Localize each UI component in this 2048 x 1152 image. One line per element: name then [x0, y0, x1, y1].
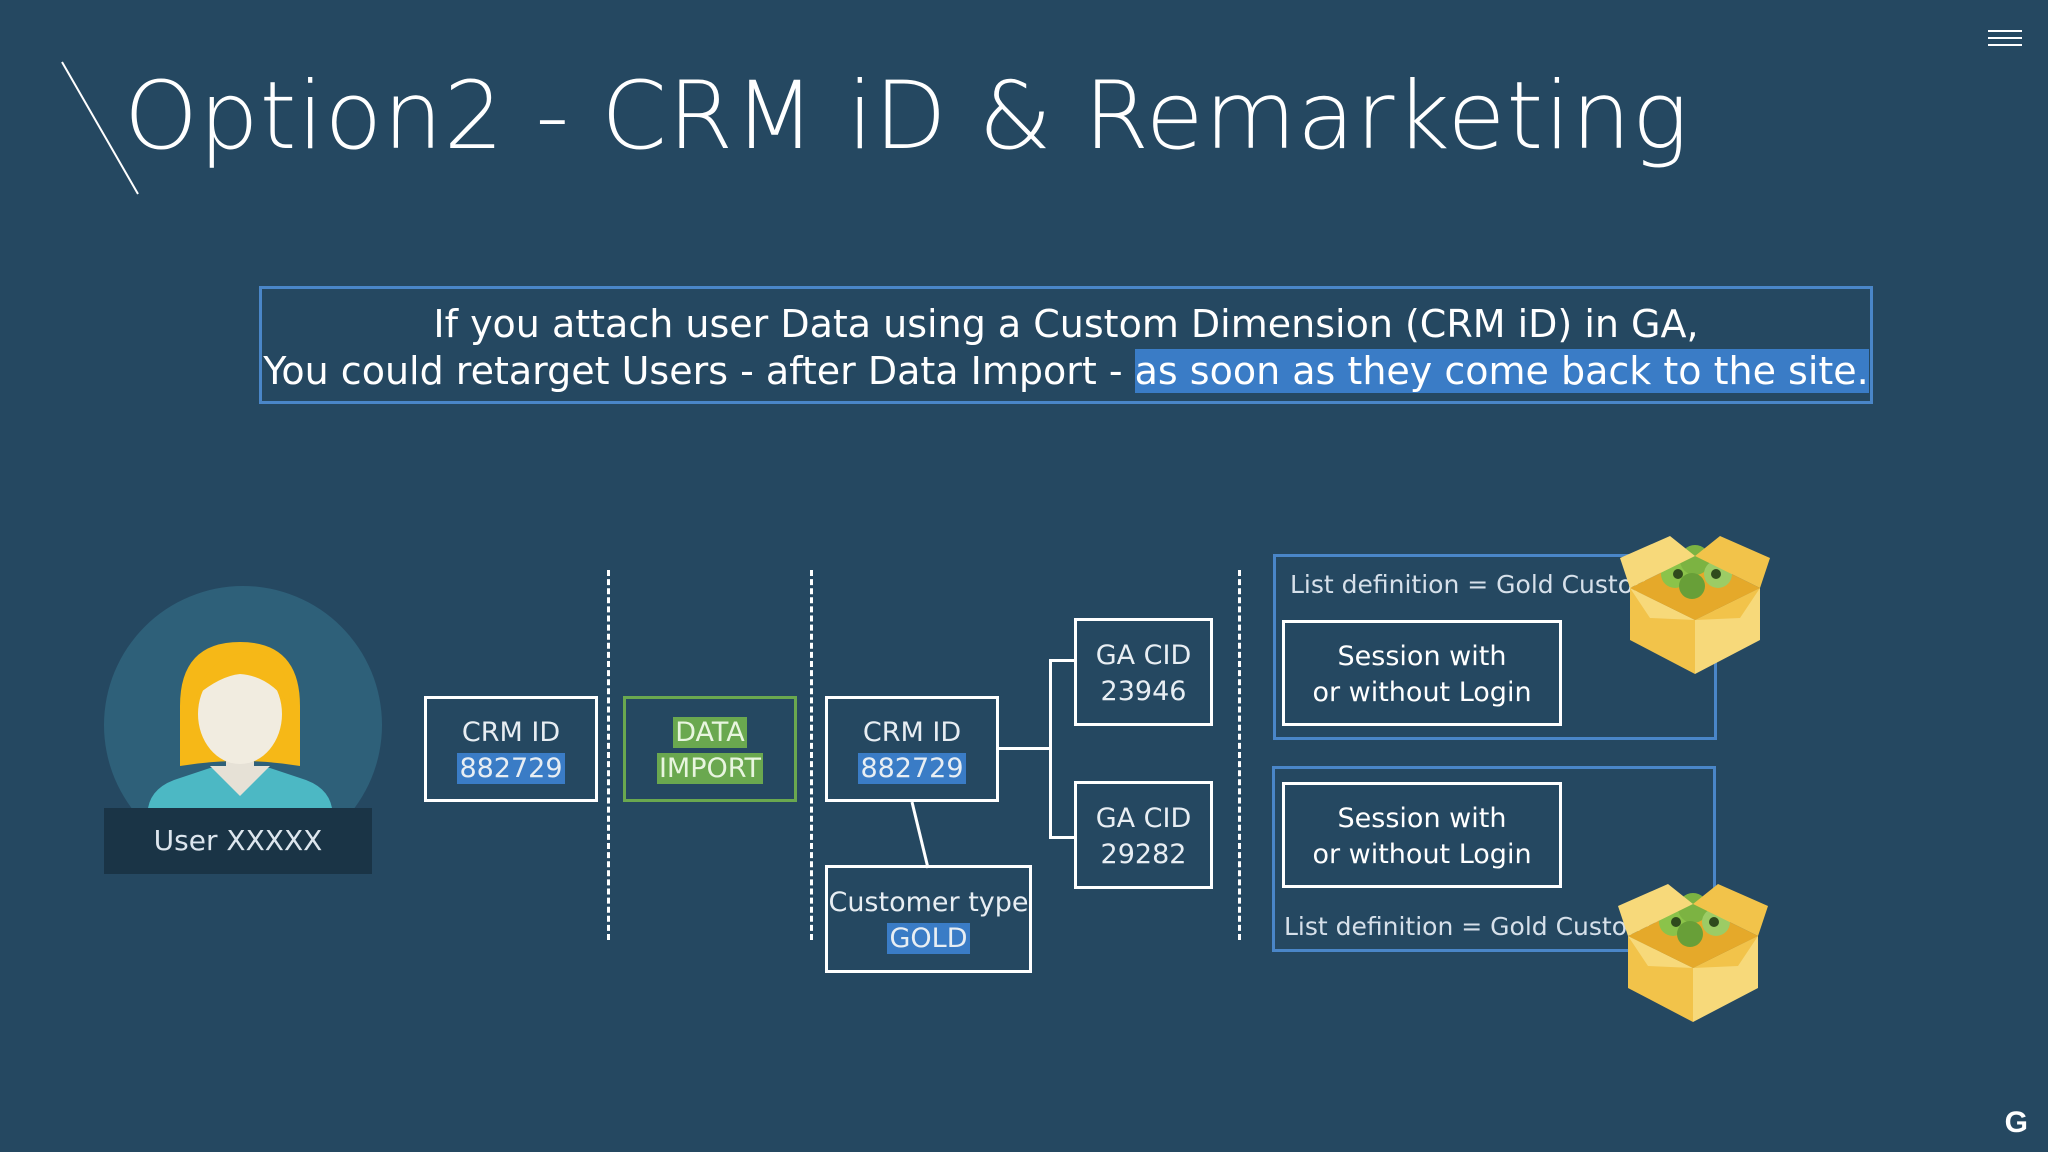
crm-id-box: CRM ID 882729 [424, 696, 598, 802]
slide-title: Option2 - CRM iD & Remarketing [124, 62, 1690, 171]
crm-id-value: 882729 [858, 753, 966, 784]
connector-line [1049, 660, 1052, 838]
remarketing-list-frame [1272, 766, 1716, 952]
ga-cid-box: GA CID 23946 [1074, 618, 1213, 726]
crm-id-label: CRM ID [461, 717, 561, 748]
callout-line-2-text: You could retarget Users - after Data Im… [263, 349, 1135, 393]
session-line-1: Session with [1337, 641, 1507, 672]
dashed-separator [1238, 570, 1241, 940]
menu-icon[interactable] [1988, 30, 2022, 50]
callout-line-1: If you attach user Data using a Custom D… [433, 302, 1699, 346]
brand-logo-icon: G [2004, 1106, 2028, 1139]
session-line-2: or without Login [1312, 839, 1532, 870]
crm-id-label: CRM ID [862, 717, 962, 748]
money-box-icon [1620, 536, 1770, 674]
callout-line-2: You could retarget Users - after Data Im… [262, 348, 1870, 395]
ga-cid-value: 23946 [1100, 676, 1187, 707]
title-slash-decoration [61, 61, 139, 195]
user-label: User XXXXX [104, 808, 372, 874]
dashed-separator [810, 570, 813, 940]
customer-type-box: Customer type GOLD [825, 865, 1032, 973]
ga-cid-label: GA CID [1095, 640, 1192, 671]
data-import-line-2: IMPORT [656, 753, 764, 784]
session-line-2: or without Login [1312, 677, 1532, 708]
session-line-1: Session with [1337, 803, 1507, 834]
connector-line [1049, 659, 1077, 662]
ga-cid-box: GA CID 29282 [1074, 781, 1213, 889]
list-definition-label: List definition = Gold Customer [1284, 912, 1678, 941]
crm-id-value: 882729 [457, 753, 565, 784]
customer-type-label: Customer type [828, 887, 1029, 918]
crm-id-box-imported: CRM ID 882729 [825, 696, 999, 802]
connector-line [910, 801, 930, 869]
data-import-box: DATA IMPORT [623, 696, 797, 802]
ga-cid-label: GA CID [1095, 803, 1192, 834]
callout-box: If you attach user Data using a Custom D… [259, 286, 1873, 404]
money-box-icon [1618, 884, 1768, 1022]
data-import-line-1: DATA [673, 717, 747, 748]
session-box: Session with or without Login [1282, 620, 1562, 726]
connector-line [1049, 836, 1077, 839]
session-box: Session with or without Login [1282, 782, 1562, 888]
ga-cid-value: 29282 [1100, 839, 1187, 870]
customer-type-value: GOLD [887, 923, 970, 954]
user-person-icon [148, 642, 332, 808]
connector-line [998, 747, 1050, 750]
dashed-separator [607, 570, 610, 940]
callout-highlight: as soon as they come back to the site. [1134, 349, 1869, 393]
list-definition-label: List definition = Gold Customer [1290, 570, 1684, 599]
